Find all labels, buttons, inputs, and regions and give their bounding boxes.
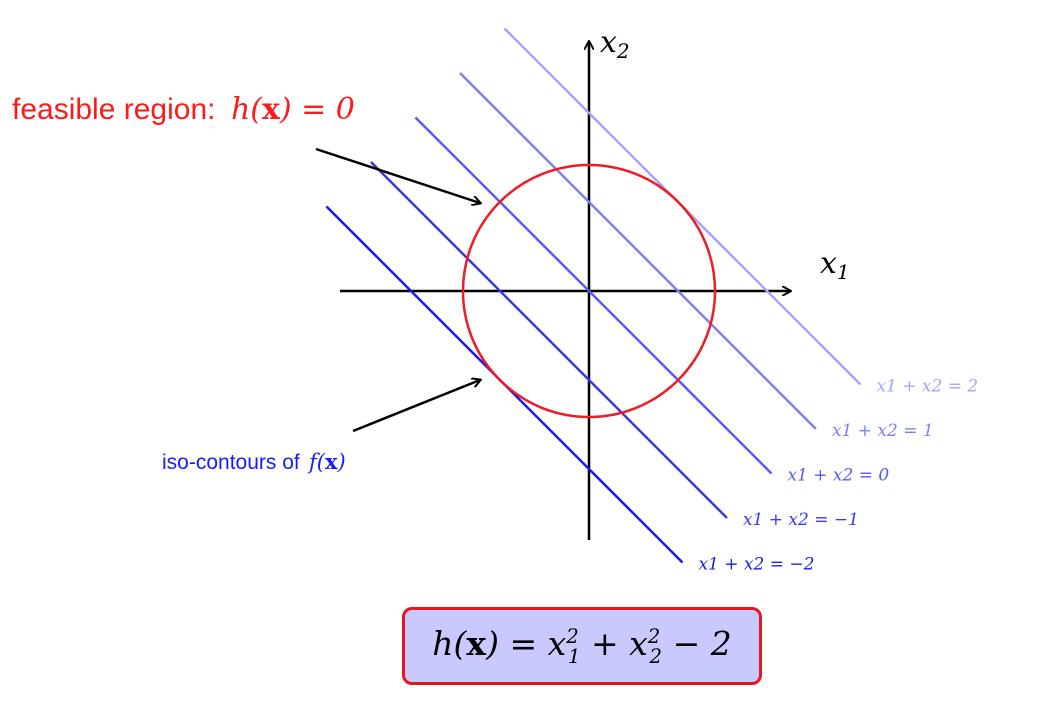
iso-contour-label: x1 + x2 = 1 <box>832 421 934 441</box>
iso-contour-line <box>459 72 817 430</box>
x2-axis-label: x2 <box>600 25 630 63</box>
iso-contour-line <box>370 161 728 519</box>
feasible-region-circle <box>461 163 717 419</box>
feasible-region-equation: h(x) = 0 <box>230 92 355 127</box>
x1-axis-label: x1 <box>820 246 850 284</box>
iso-contour-labels: x1 + x2 = 2 x1 + x2 = 1 x1 + x2 = 0 x1 + x2… <box>698 376 978 574</box>
feasible-region-arrow <box>315 147 480 203</box>
iso-contours-label: iso-contours of f(x) <box>162 449 346 475</box>
constraint-formula: h(x) = x21 + x22 − 2 <box>432 624 732 668</box>
feasible-region-label: feasible region: h(x) = 0 <box>12 92 355 127</box>
iso-contour-label: x1 + x2 = −2 <box>698 554 814 574</box>
iso-contour-label: x1 + x2 = 0 <box>787 465 889 485</box>
feasible-region-text: feasible region: <box>12 93 216 126</box>
iso-contour-lines <box>325 27 862 564</box>
iso-contour-label: x1 + x2 = −1 <box>743 510 859 530</box>
iso-contour-label: x1 + x2 = 2 <box>876 376 978 396</box>
iso-contour-line <box>414 116 773 475</box>
iso-contours-arrow <box>352 380 480 433</box>
constraint-formula-box: h(x) = x21 + x22 − 2 <box>402 607 762 685</box>
iso-contours-text: iso-contours of <box>162 451 300 474</box>
iso-contours-function: f(x) <box>308 449 346 474</box>
